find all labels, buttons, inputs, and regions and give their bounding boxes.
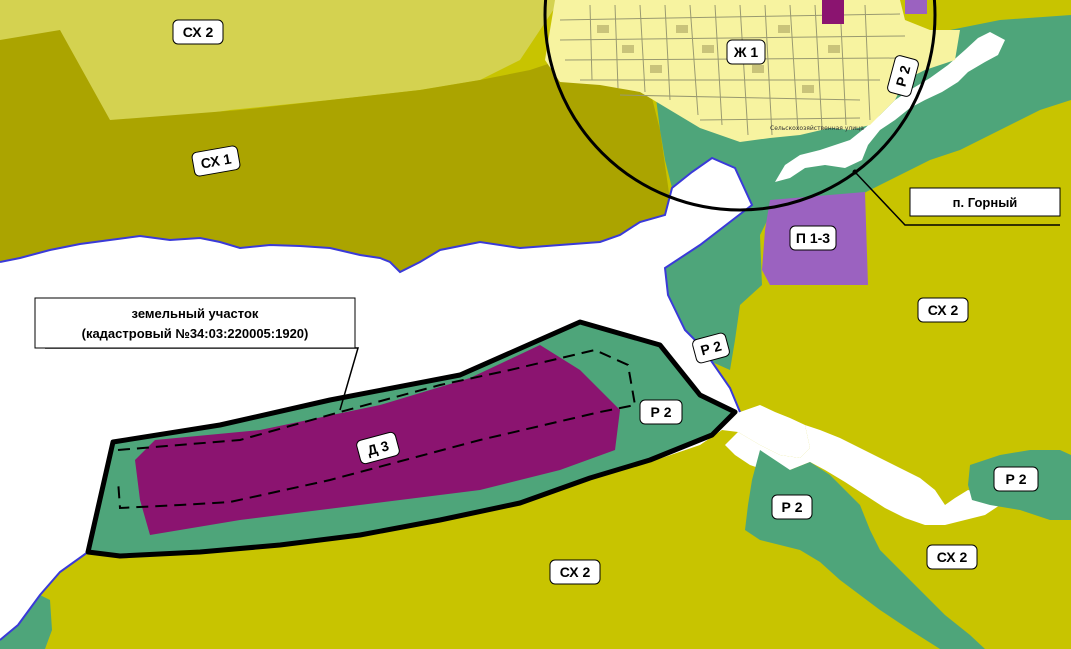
svg-text:Д 3: Д 3 <box>365 437 390 458</box>
label-p2-parcel: Р 2 <box>639 399 683 425</box>
svg-text:Р 2: Р 2 <box>699 337 724 358</box>
label-p2-mid: Р 2 <box>692 332 730 364</box>
boundary-lines <box>0 156 754 641</box>
svg-text:Р 2: Р 2 <box>650 404 671 420</box>
svg-text:СХ 1: СХ 1 <box>200 150 233 171</box>
svg-text:СХ 2: СХ 2 <box>937 549 968 565</box>
label-d3: Д 3 <box>356 431 400 465</box>
building-blocks <box>597 25 840 93</box>
label-p2-bottom: Р 2 <box>771 494 813 520</box>
svg-text:СХ 2: СХ 2 <box>183 24 214 40</box>
water-creek-lower <box>725 425 1000 525</box>
settlement-leader-line <box>854 171 1060 226</box>
zone-p2-bottom-left-edge <box>0 595 52 649</box>
label-cx1: СХ 1 <box>191 145 241 177</box>
zone-business-small <box>822 0 844 24</box>
settlement-radius-circle <box>543 0 937 212</box>
svg-text:СХ 2: СХ 2 <box>928 302 959 318</box>
label-cx2-bottom: СХ 2 <box>549 559 601 585</box>
svg-text:П 1-3: П 1-3 <box>796 230 830 246</box>
zone-cx1 <box>0 30 670 272</box>
label-cx2-top: СХ 2 <box>172 19 224 45</box>
settlement-name: п. Горный <box>953 195 1018 210</box>
svg-text:Р 2: Р 2 <box>781 499 802 515</box>
parcel-dashed-boundary <box>117 348 637 510</box>
parcel-label-line2: (кадастровый №34:03:220005:1920) <box>82 326 309 341</box>
label-cx2-bottom-right: СХ 2 <box>926 544 978 570</box>
parcel-label-line1: земельный участок <box>132 306 259 321</box>
water-creek-upper-cut <box>775 32 1005 182</box>
svg-text:Р 2: Р 2 <box>1005 471 1026 487</box>
zone-industrial-small <box>905 0 927 14</box>
label-cx2-right: СХ 2 <box>917 297 969 323</box>
svg-text:СХ 2: СХ 2 <box>560 564 591 580</box>
svg-text:Ж 1: Ж 1 <box>733 44 759 60</box>
label-p2-top: Р 2 <box>887 55 919 97</box>
svg-text:Р 2: Р 2 <box>893 64 914 89</box>
parcel-callout: земельный участок (кадастровый №34:03:22… <box>34 297 356 349</box>
label-zh1: Ж 1 <box>726 39 766 65</box>
label-p2-far-right: Р 2 <box>993 466 1039 492</box>
settlement-callout: п. Горный <box>909 187 1061 217</box>
label-p13: П 1-3 <box>789 225 837 251</box>
street-label: Сельскохозяйственная улица <box>770 125 864 132</box>
